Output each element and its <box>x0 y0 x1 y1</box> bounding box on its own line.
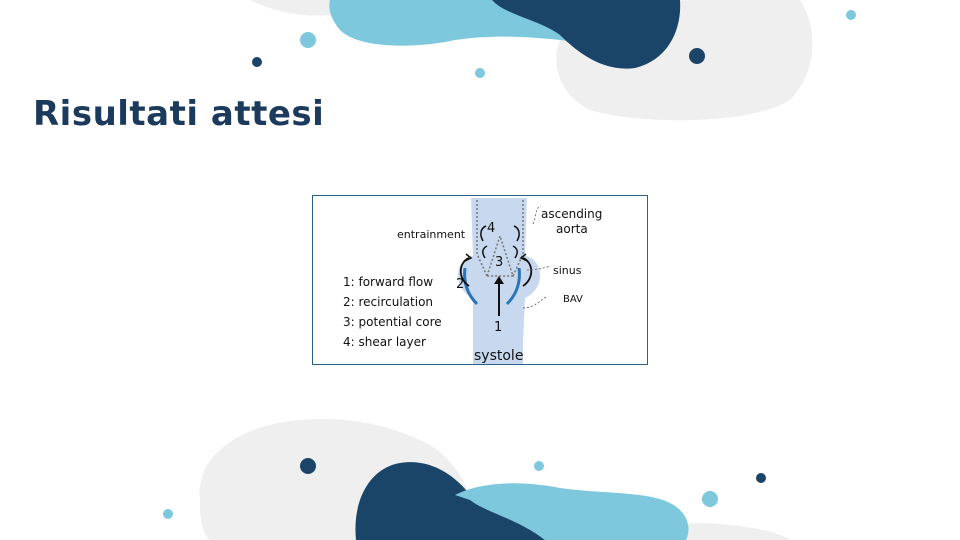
dot <box>163 509 173 519</box>
top-dark-blue-blob <box>492 0 681 69</box>
label-num-1: 1 <box>494 320 502 335</box>
potential-core <box>485 233 515 277</box>
legend-item: 4: shear layer <box>343 335 426 349</box>
label-num-3: 3 <box>495 255 503 270</box>
bav-leaflet-right <box>505 267 521 306</box>
dot <box>475 68 485 78</box>
shear-layer-left <box>476 200 488 277</box>
bottom-light-blue-blob <box>455 483 689 540</box>
dot <box>702 491 718 507</box>
label-bav: BAV <box>563 294 583 305</box>
aortic-flow-figure: ascending aorta entrainment sinus BAV sy… <box>312 195 648 365</box>
label-sinus: sinus <box>553 264 582 277</box>
label-systole: systole <box>474 348 523 364</box>
legend-item: 1: forward flow <box>343 275 433 289</box>
dot <box>756 473 766 483</box>
dot <box>534 461 544 471</box>
bav-leaflet-left <box>463 267 479 306</box>
shear-layer-right <box>512 200 524 277</box>
label-num-4: 4 <box>487 221 495 236</box>
label-entrainment: entrainment <box>397 228 466 241</box>
label-aorta: aorta <box>556 222 588 236</box>
dot <box>300 458 316 474</box>
legend-item: 2: recirculation <box>343 295 433 309</box>
dot <box>252 57 262 67</box>
dot <box>846 10 856 20</box>
slide-title: Risultati attesi <box>33 94 325 134</box>
label-ascending: ascending <box>541 207 602 221</box>
dot <box>689 48 705 64</box>
legend-item: 3: potential core <box>343 315 442 329</box>
dot <box>300 32 316 48</box>
bottom-dark-blue-blob <box>355 462 545 540</box>
aortic-flow-diagram: ascending aorta entrainment sinus BAV sy… <box>343 198 602 364</box>
label-num-2: 2 <box>456 277 464 292</box>
